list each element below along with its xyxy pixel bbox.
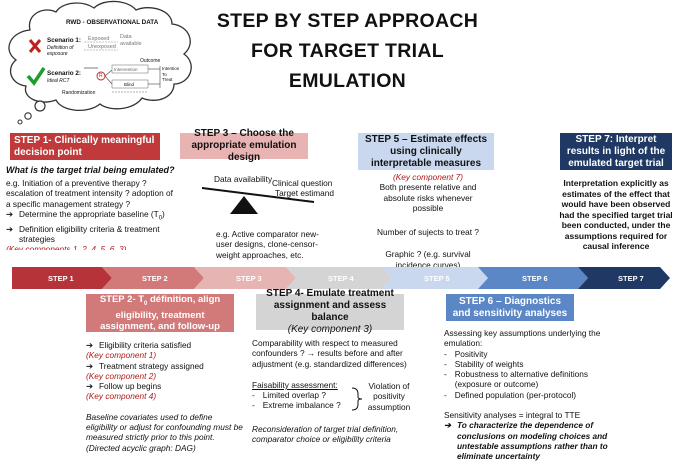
check-icon [26,67,46,86]
step6-intro: Assessing key assumptions underlying the… [444,328,601,349]
scenario2-sub: Ideal RCT [47,78,70,84]
itt-label: Intention To Treat [162,66,180,82]
baseline-covariates-note: Baseline covariates used to define eligi… [86,411,243,443]
data-availability-label: Data availability [214,174,273,184]
feasibility-item-2: -Extreme imbalance ? [252,400,341,410]
step4-title: STEP 4- Emulate treatment assignment and… [266,288,394,323]
follow-up-item: ➔Follow up begins [86,381,162,392]
step5-line2: Number of sujects to treat ? [377,227,479,238]
brace-icon [351,387,363,411]
baseline-item: ➔Determine the appropriate baseline (T0) [6,208,165,222]
step3-example: e.g. Active comparator new-user designs,… [216,229,319,260]
feasibility-item-1: -Limited overlap ? [252,390,326,400]
title-line-3: EMULATION [288,70,407,92]
clinical-question-label: Clinical question [272,178,333,188]
target-estimand-label: Target estimand [275,188,335,198]
step1-example: e.g. Initiation of a preventive therapy … [6,178,173,209]
scenario2-label: Scenario 2: [47,70,81,77]
thought-cloud [8,0,192,125]
key-component-2: (Key component 2) [86,370,157,381]
assumption-weights: -Stability of weights [444,358,524,369]
step5-line3: Graphic ? (e.g. survival incidence curve… [385,249,471,270]
step1-content: What is the target trial being emulated?… [6,165,178,250]
key-component-4: (Key component 4) [86,391,157,402]
treatment-assigned-item: ➔Treatment strategy assigned [86,360,204,371]
title-line-1: STEP BY STEP APPROACH [216,10,479,32]
title-line-2: FOR TARGET TRIAL [251,40,444,62]
assumption-positivity: -Positivity [444,348,488,359]
blind-label: Blind [124,82,135,87]
timeline-step4: STEP 4 [328,274,354,283]
step2-box: STEP 2- T0 définition, align eligibility… [86,294,234,332]
step1-box: STEP 1- Clinically meaningful decision p… [10,133,160,160]
violation-positivity: Violation of positivity assumption [367,381,411,412]
unexposed-label: Unexposed [88,44,116,50]
step5-line1: Both presente relative and absolute risk… [379,182,477,213]
timeline-step2: STEP 2 [142,274,168,283]
data-available-label: Data available [120,34,142,47]
eligibility-item: ➔Definition eligibility criteria & treat… [6,223,160,245]
timeline-step7: STEP 7 [618,274,644,283]
timeline-step6: STEP 6 [522,274,548,283]
characterize-statement: ➔To characterize the dependence of concl… [444,420,608,462]
sensitivity-statement: Sensitivity analyses = integral to TTE [444,410,581,421]
page-title: STEP BY STEP APPROACH FOR TARGET TRIAL E… [215,6,480,96]
eligibility-satisfied-item: ➔Eligibility criteria satisfied [86,340,192,350]
assumption-robustness: -Robustness to alternative definitions (… [444,369,589,390]
r-label: R [99,73,103,79]
step6-box: STEP 6 – Diagnostics and sensitivity ana… [446,294,574,321]
key-component-1: (Key component 1) [86,350,157,361]
comparability-text: Comparability with respect to measured c… [252,338,407,369]
target-trial-question: What is the target trial being emulated? [6,165,175,175]
step7-content: Interpretation explicitly as estimates o… [559,178,673,251]
assumption-population: -Defined population (per-protocol) [444,389,577,400]
randomization-label: Randomization [62,90,96,96]
step4-key: (Key component 3) [287,324,373,335]
step4-box: STEP 4- Emulate treatment assignment and… [256,288,404,335]
step2-content: ➔Eligibility criteria satisfied (Key com… [86,340,246,453]
reconsideration-text: Reconsideration of target trial definiti… [252,424,399,445]
scenario1-sub: Definition of exposure [47,45,74,57]
feasibility-heading: Faisability assessment: [252,380,338,390]
step5-box: STEP 5 – Estimate effects using clinical… [358,133,494,170]
step7-box: STEP 7: Interpret results in light of th… [560,133,672,170]
step3-box: STEP 3 – Choose the appropriate emulatio… [180,128,308,163]
timeline-step3: STEP 3 [236,274,262,283]
step6-content: Assessing key assumptions underlying the… [444,328,676,462]
scenario1-label: Scenario 1: [47,37,81,44]
step1-key-components: (Key components 1, 2, 4, 5, 6, 3) [6,244,127,251]
balance-scale-icon [201,187,315,214]
step5-content: (Key component 7) Both presente relative… [368,172,488,270]
intervention-label: Intervention [114,67,138,72]
dag-note: (Directed acyclic graph: DAG) [86,442,196,453]
cross-icon [28,39,42,53]
step-timeline [12,267,670,289]
cloud-heading: RWD - OBSERVATIONAL DATA [66,19,159,26]
timeline-step1: STEP 1 [48,274,74,283]
step5-key: (Key component 7) [392,172,464,182]
outcome-label: Outcome [140,58,161,64]
exposed-label: Exposed [88,36,110,42]
timeline-step5: STEP 5 [424,274,450,283]
